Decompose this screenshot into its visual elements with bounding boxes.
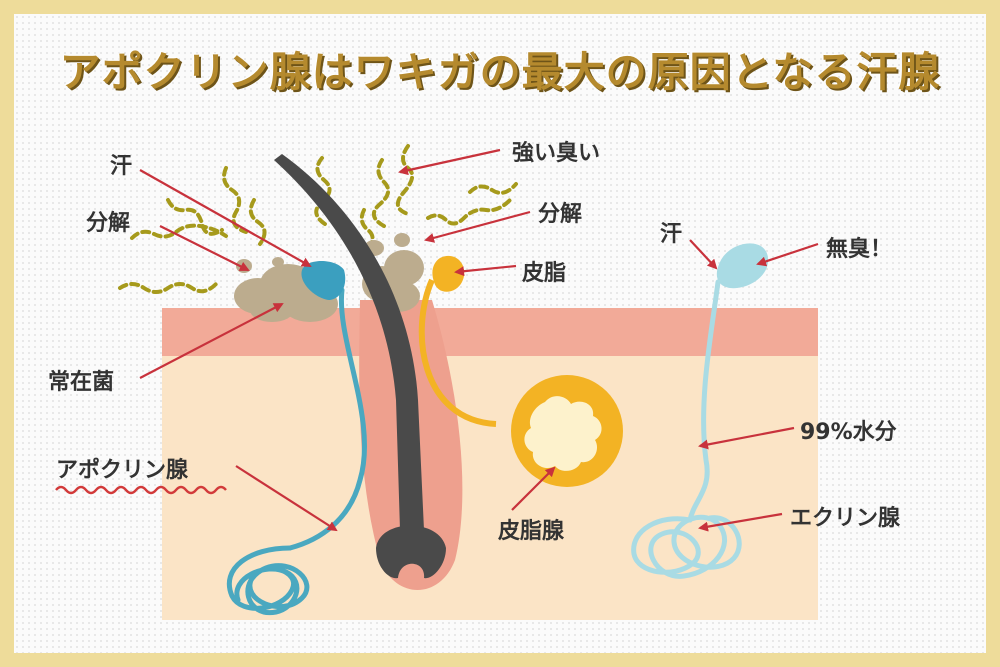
- label-sweat-right: 汗: [660, 222, 683, 247]
- label-apocrine-gland: アポクリン腺: [56, 458, 189, 483]
- apocrine-gland: [226, 287, 367, 616]
- eccrine-sac: [716, 243, 769, 289]
- odor-waves: [118, 144, 518, 294]
- sebaceous-gland-core: [524, 396, 602, 471]
- hair-bulb: [376, 525, 446, 579]
- dermis-layer: [162, 355, 818, 620]
- label-sweat-left: 汗: [110, 154, 133, 179]
- sebum-drop: [432, 255, 465, 292]
- label-sebum: 皮脂: [522, 261, 567, 286]
- label-strong-odor: 強い臭い: [512, 141, 601, 166]
- label-sebaceous-gland: 皮脂腺: [498, 519, 565, 544]
- apocrine-underline: [55, 485, 227, 495]
- hair-shaft: [274, 154, 424, 530]
- label-decompose-right: 分解: [538, 202, 583, 227]
- label-bacteria: 常在菌: [48, 370, 115, 395]
- bacteria-clusters: [234, 233, 424, 322]
- sebaceous-duct: [418, 278, 497, 427]
- label-arrows: [139, 148, 819, 532]
- label-eccrine-gland: エクリン腺: [790, 506, 901, 531]
- label-odorless: 無臭！: [826, 237, 893, 262]
- label-decompose-left: 分解: [86, 211, 131, 236]
- label-water: 99%水分: [800, 420, 897, 445]
- apocrine-sac: [301, 261, 346, 300]
- page-title: アポクリン腺はワキガの最大の原因となる汗腺: [59, 48, 941, 96]
